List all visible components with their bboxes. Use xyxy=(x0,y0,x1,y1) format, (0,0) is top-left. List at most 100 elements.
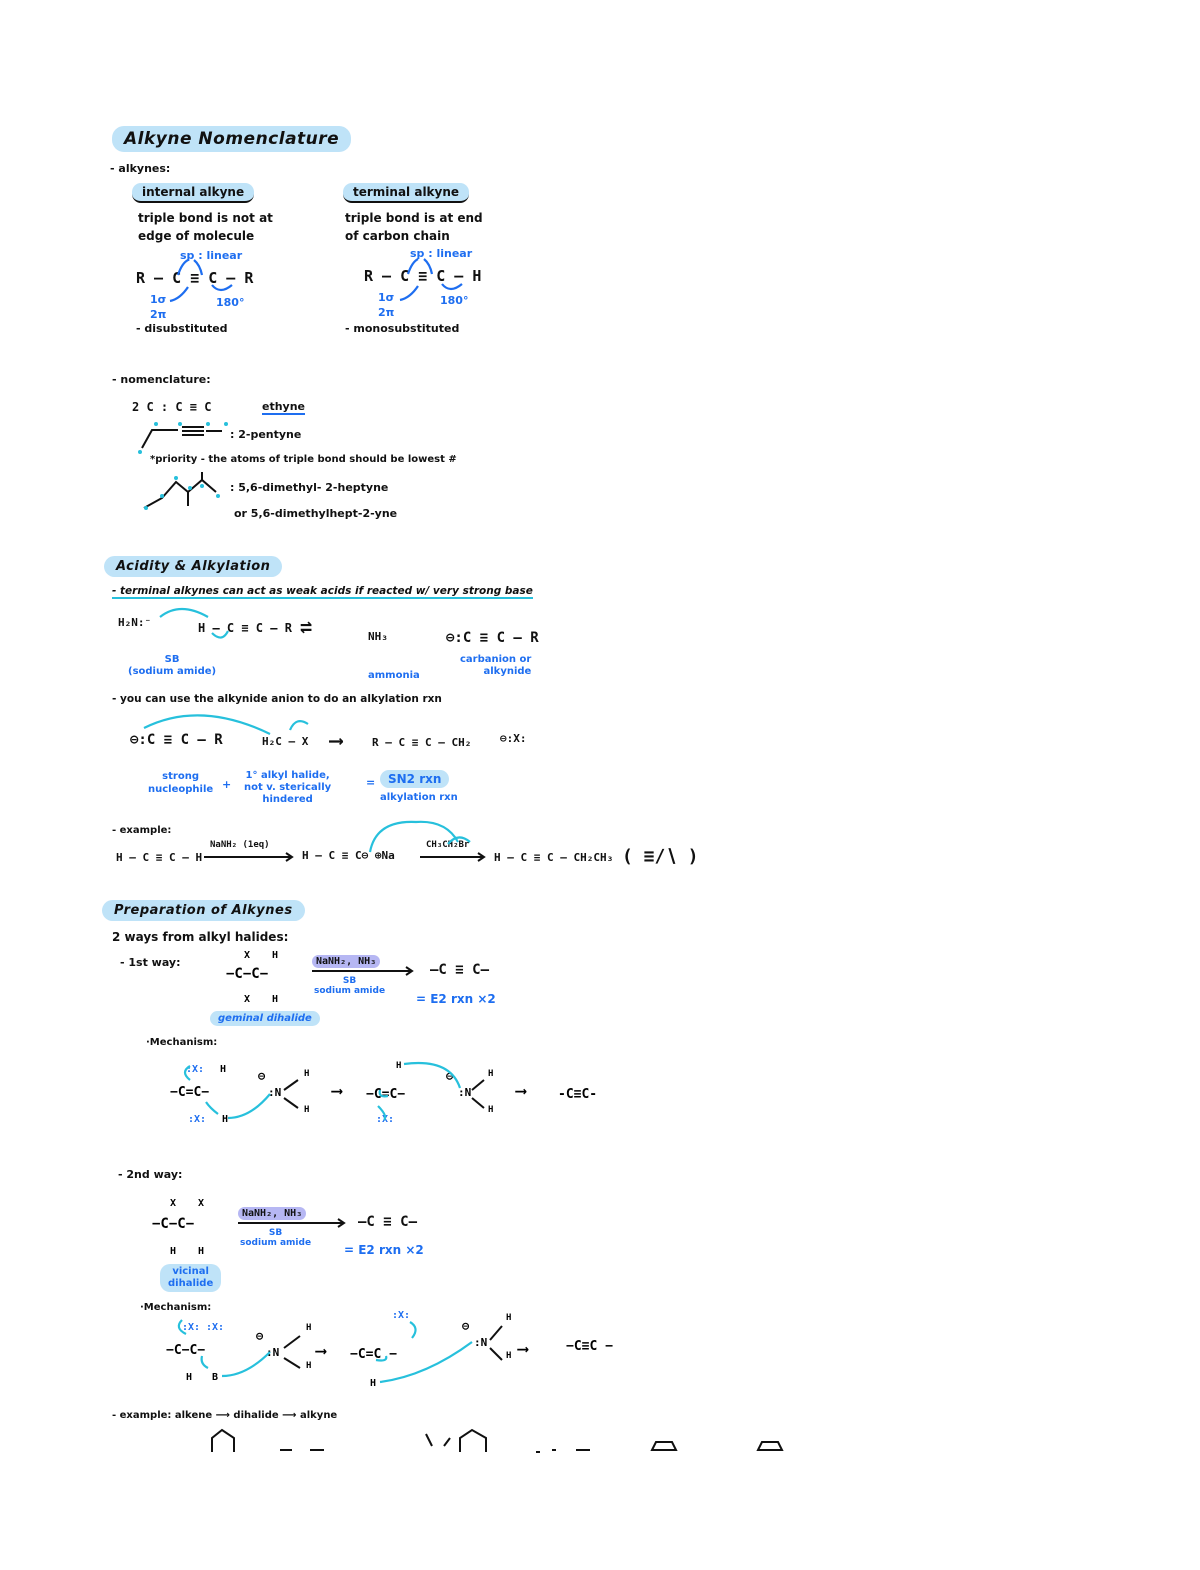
eq2-plus: + xyxy=(222,778,232,791)
svg-text::N: :N xyxy=(474,1336,487,1349)
svg-text:H: H xyxy=(488,1105,493,1115)
internal-hybrid-note: sp : linear xyxy=(180,249,243,262)
eq2-label-halide: 1° alkyl halide, not v. sterically hinde… xyxy=(244,770,332,805)
way1-reagent-note: SB sodium amide xyxy=(314,976,386,996)
example-start: H — C ≡ C — H xyxy=(116,851,203,864)
svg-text:⟶: ⟶ xyxy=(315,1341,327,1360)
svg-text:X: X xyxy=(198,1198,204,1209)
svg-text:⊖: ⊖ xyxy=(256,1329,264,1343)
example-intermediate: H — C ≡ C⊖ ⊕Na xyxy=(302,849,395,862)
terminal-structure: R — C ≡ C — H xyxy=(364,267,482,285)
rule-heptyne-alt: or 5,6-dimethylhept-2-yne xyxy=(234,507,398,520)
way2-vicinal-structure: X X −C−C− H H xyxy=(152,1198,204,1257)
section-title-acidity: Acidity & Alkylation xyxy=(104,556,283,577)
rule-pentyne-name: : 2-pentyne xyxy=(230,428,302,441)
section-title-preparation: Preparation of Alkynes xyxy=(102,900,305,921)
way1-reagents: NaNH₂, NH₃ xyxy=(312,955,381,968)
svg-text:H: H xyxy=(170,1246,176,1257)
svg-text:X: X xyxy=(244,950,250,961)
preparation-example-structures-partial xyxy=(211,1428,784,1453)
svg-text:−C−C−: −C−C− xyxy=(166,1343,205,1358)
svg-text::X:: :X: xyxy=(206,1322,224,1333)
eq1-equilibrium-arrow: ⇌ xyxy=(300,614,313,638)
eq2-product-halide: ⊖:X: xyxy=(500,732,527,745)
rule-ethyne-name: ethyne xyxy=(262,400,306,415)
svg-text::N: :N xyxy=(268,1086,281,1099)
terminal-desc-2: of carbon chain xyxy=(345,229,450,243)
svg-text:−C≡C −: −C≡C − xyxy=(566,1339,613,1354)
eq1-label-base: SB (sodium amide) xyxy=(128,654,217,677)
eq1-curved-arrows xyxy=(159,607,229,639)
svg-text::X:: :X: xyxy=(186,1064,204,1075)
svg-text:H: H xyxy=(272,994,278,1005)
preparation-example-line: - example: alkene ⟶ dihalide ⟶ alkyne xyxy=(112,1410,338,1421)
terminal-sigma: 1σ xyxy=(378,291,395,304)
preparation-intro: 2 ways from alkyl halides: xyxy=(112,930,289,944)
way1-substrate-label: geminal dihalide xyxy=(210,1011,320,1026)
svg-text:⊖: ⊖ xyxy=(462,1319,470,1333)
internal-pi: 2π xyxy=(150,308,167,321)
svg-text:H: H xyxy=(220,1064,226,1075)
internal-hybrid-brackets xyxy=(169,259,233,303)
svg-text:H: H xyxy=(186,1372,192,1383)
svg-text:H: H xyxy=(304,1105,309,1115)
svg-text:⊖: ⊖ xyxy=(258,1069,266,1083)
example-reagent-1: NaNH₂ (1eq) xyxy=(210,840,270,850)
svg-text:H: H xyxy=(506,1351,511,1361)
svg-text::X:: :X: xyxy=(182,1322,200,1333)
way2-arrow xyxy=(238,1218,346,1228)
eq2-product-alkyne: R — C ≡ C — CH₂ xyxy=(372,736,472,749)
eq2-reactant-alkynide: ⊖:C ≡ C — R xyxy=(130,732,223,748)
svg-text:H: H xyxy=(304,1069,309,1079)
heptyne-skeletal xyxy=(143,472,220,510)
svg-text:B: B xyxy=(212,1372,218,1383)
example-arrow-2 xyxy=(420,852,486,862)
way1-mechanism-label: ·Mechanism: xyxy=(146,1037,218,1048)
acidity-line-1: - terminal alkynes can act as weak acids… xyxy=(112,585,533,599)
internal-structure: R — C ≡ C — R xyxy=(136,269,254,287)
svg-text:-C≡C-: -C≡C- xyxy=(558,1087,597,1102)
svg-text:⊖: ⊖ xyxy=(446,1069,454,1083)
eq2-label-sn2: SN2 rxn xyxy=(380,770,450,788)
svg-text:H: H xyxy=(506,1313,511,1323)
svg-text:⟶: ⟶ xyxy=(515,1081,527,1100)
way2-note: = E2 rxn ×2 xyxy=(344,1243,424,1257)
rule-heptyne-name: : 5,6-dimethyl- 2-heptyne xyxy=(230,481,389,494)
terminal-hybrid-brackets xyxy=(399,258,463,302)
example-label: - example: xyxy=(112,825,172,836)
way1-arrow xyxy=(312,966,414,976)
svg-text:H: H xyxy=(396,1061,401,1071)
way2-substrate-label: vicinal dihalide xyxy=(160,1264,222,1292)
internal-desc-1: triple bond is not at xyxy=(138,211,273,225)
way1-geminal-structure: X H −C−C− X H xyxy=(226,950,278,1005)
way1-product: —C ≡ C— xyxy=(430,962,490,978)
way1-note: = E2 rxn ×2 xyxy=(416,992,496,1006)
eq2-arrow: ⟶ xyxy=(330,728,343,752)
eq1-product-alkynide: ⊖:C ≡ C — R xyxy=(446,630,539,646)
svg-text:⟶: ⟶ xyxy=(331,1081,343,1100)
way2-mechanism-diagram: :X: :X: −C−C− H B ⊖ :N H H ⟶ −C=C − :X: … xyxy=(166,1310,613,1389)
terminal-alkyne-label: terminal alkyne xyxy=(343,183,470,203)
svg-text:−C−C−: −C−C− xyxy=(226,966,268,982)
svg-text:H: H xyxy=(488,1069,493,1079)
svg-text:H: H xyxy=(222,1114,228,1125)
svg-text::N: :N xyxy=(266,1346,279,1359)
terminal-pi: 2π xyxy=(378,306,395,319)
svg-text::N: :N xyxy=(458,1086,471,1099)
acidity-line-2: - you can use the alkynide anion to do a… xyxy=(112,693,442,705)
rule-ethyne-lhs: 2 C : C ≡ C xyxy=(132,400,212,414)
way2-label: - 2nd way: xyxy=(118,1168,183,1181)
nomenclature-rules-label: - nomenclature: xyxy=(112,373,211,386)
svg-text:H: H xyxy=(198,1246,204,1257)
internal-desc-2: edge of molecule xyxy=(138,229,255,243)
internal-alkyne-label: internal alkyne xyxy=(132,183,255,203)
eq1-product-ammonia: NH₃ xyxy=(368,630,388,643)
svg-text::X:: :X: xyxy=(392,1310,410,1321)
svg-text:X: X xyxy=(170,1198,176,1209)
priority-note: *priority - the atoms of triple bond sho… xyxy=(150,454,457,465)
svg-text:H: H xyxy=(272,950,278,961)
eq2-label-alkylation: alkylation rxn xyxy=(380,792,458,803)
section-title-nomenclature: Alkyne Nomenclature xyxy=(112,126,352,152)
svg-text:−C−C−: −C−C− xyxy=(152,1216,194,1232)
eq2-curved-arrows xyxy=(143,714,309,735)
